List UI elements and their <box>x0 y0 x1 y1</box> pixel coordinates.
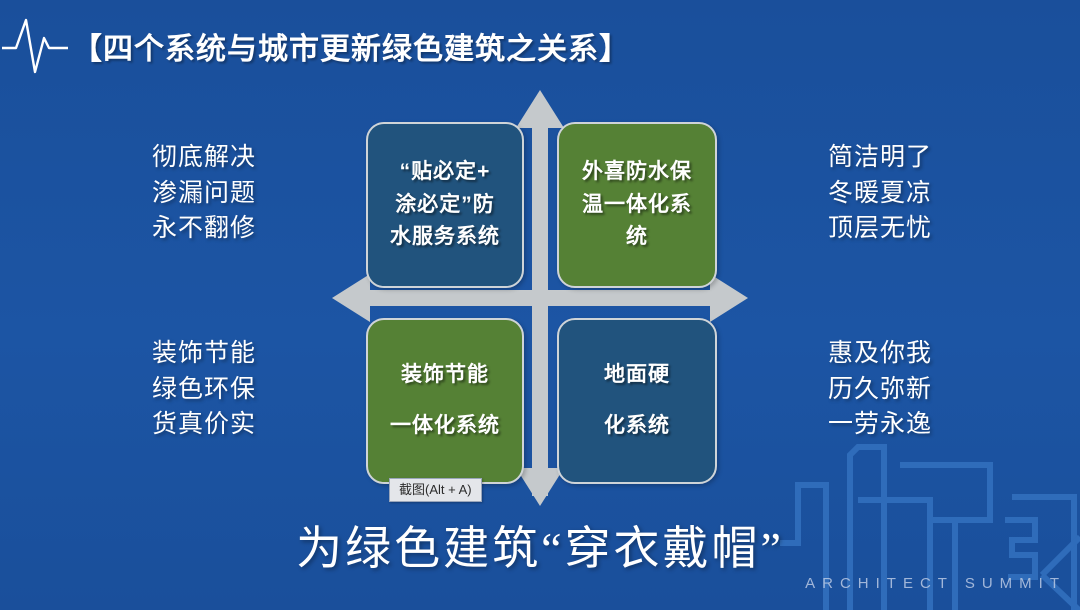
caption-top-right: 简洁明了 冬暖夏凉 顶层无忧 <box>828 140 932 247</box>
caption-line: 绿色环保 <box>152 374 257 403</box>
caption-top-left: 彻底解决 渗漏问题 永不翻修 <box>152 140 256 247</box>
caption-bottom-left: 装饰节能 绿色环保 货真价实 <box>152 336 256 443</box>
box-line: “贴必定+ <box>399 160 491 184</box>
screenshot-tooltip: 截图(Alt + A) <box>389 478 482 502</box>
caption-line: 简洁明了 <box>827 143 932 171</box>
quadrant-axes <box>332 90 748 506</box>
box-line: 化系统 <box>604 414 670 437</box>
caption-line: 惠及你我 <box>827 339 932 367</box>
quadrant-box-bottom-right[interactable]: 地面硬 化系统 <box>557 318 717 484</box>
box-line: 涂必定”防 <box>395 192 495 216</box>
caption-line: 彻底解决 <box>152 143 257 171</box>
box-line: 温一体化系 <box>582 192 692 216</box>
caption-bottom-right: 惠及你我 历久弥新 一劳永逸 <box>828 336 932 443</box>
box-line: 水服务系统 <box>390 225 500 249</box>
caption-line: 货真价实 <box>152 410 257 438</box>
caption-line: 渗漏问题 <box>152 178 257 207</box>
page-title: 【四个系统与城市更新绿色建筑之关系】 <box>72 33 630 66</box>
box-line: 装饰节能 <box>401 363 489 387</box>
slide-headline: 为绿色建筑“穿衣戴帽” <box>296 523 784 574</box>
box-line: 外喜防水保 <box>582 160 692 184</box>
box-line: 一体化系统 <box>390 414 500 437</box>
quadrant-box-top-left[interactable]: “贴必定+ 涂必定”防 水服务系统 <box>366 122 524 288</box>
box-line: 地面硬 <box>604 363 670 387</box>
caption-line: 冬暖夏凉 <box>827 178 932 207</box>
caption-line: 顶层无忧 <box>827 214 932 242</box>
caption-line: 装饰节能 <box>152 339 257 367</box>
caption-line: 一劳永逸 <box>827 410 932 438</box>
caption-line: 历久弥新 <box>827 374 932 403</box>
caption-line: 永不翻修 <box>152 214 257 242</box>
pulse-logo-icon <box>2 18 68 74</box>
box-line: 统 <box>626 225 648 249</box>
quadrant-box-bottom-left[interactable]: 装饰节能 一体化系统 <box>366 318 524 484</box>
quadrant-box-top-right[interactable]: 外喜防水保 温一体化系 统 <box>557 122 717 288</box>
